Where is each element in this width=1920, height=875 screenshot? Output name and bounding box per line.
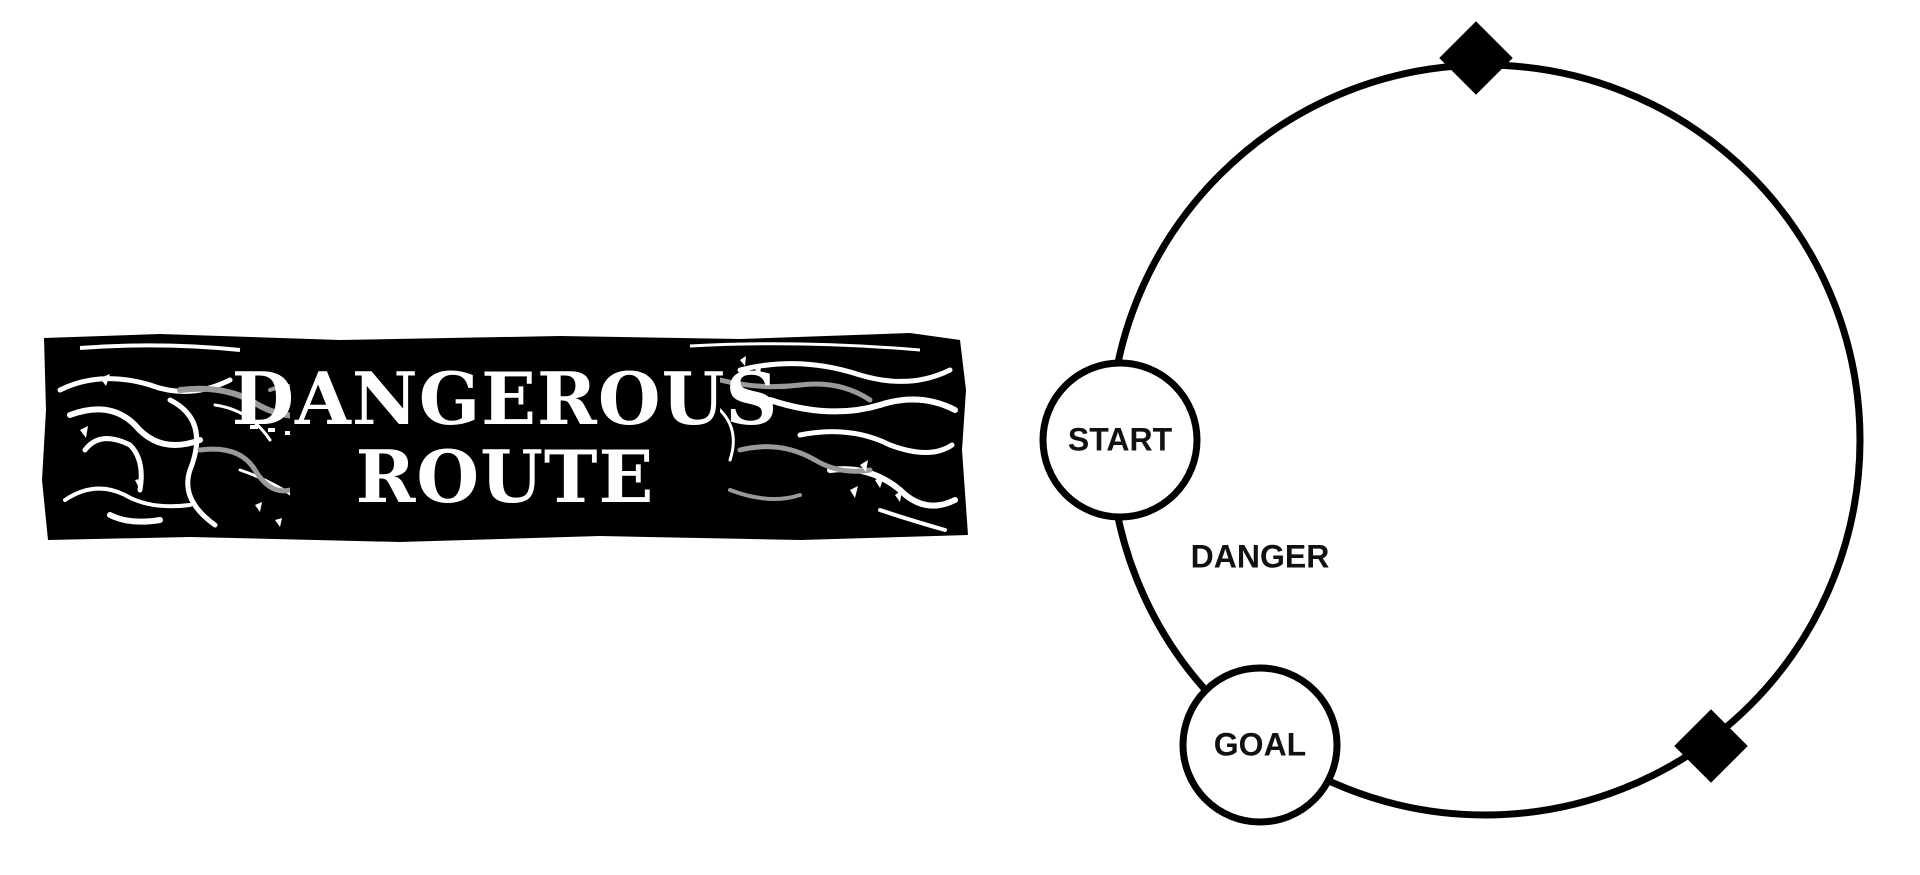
- route-track: [1039, 21, 1864, 826]
- goal-node-circle[interactable]: [1179, 664, 1341, 826]
- goal-node-label: GOAL: [1213, 726, 1307, 763]
- dangerous-route-banner: DANGEROUS ROUTE: [40, 330, 970, 545]
- track-marker-diamond-bottom-right: [1674, 709, 1748, 783]
- start-node-circle[interactable]: [1039, 359, 1201, 521]
- banner-woodcut-illustration: [42, 333, 968, 542]
- danger-zone-label: DANGER: [1190, 538, 1330, 575]
- route-board: START GOAL DANGER: [1020, 0, 1920, 870]
- track-marker-diamond-top: [1439, 21, 1513, 95]
- start-node-label: START: [1067, 421, 1173, 458]
